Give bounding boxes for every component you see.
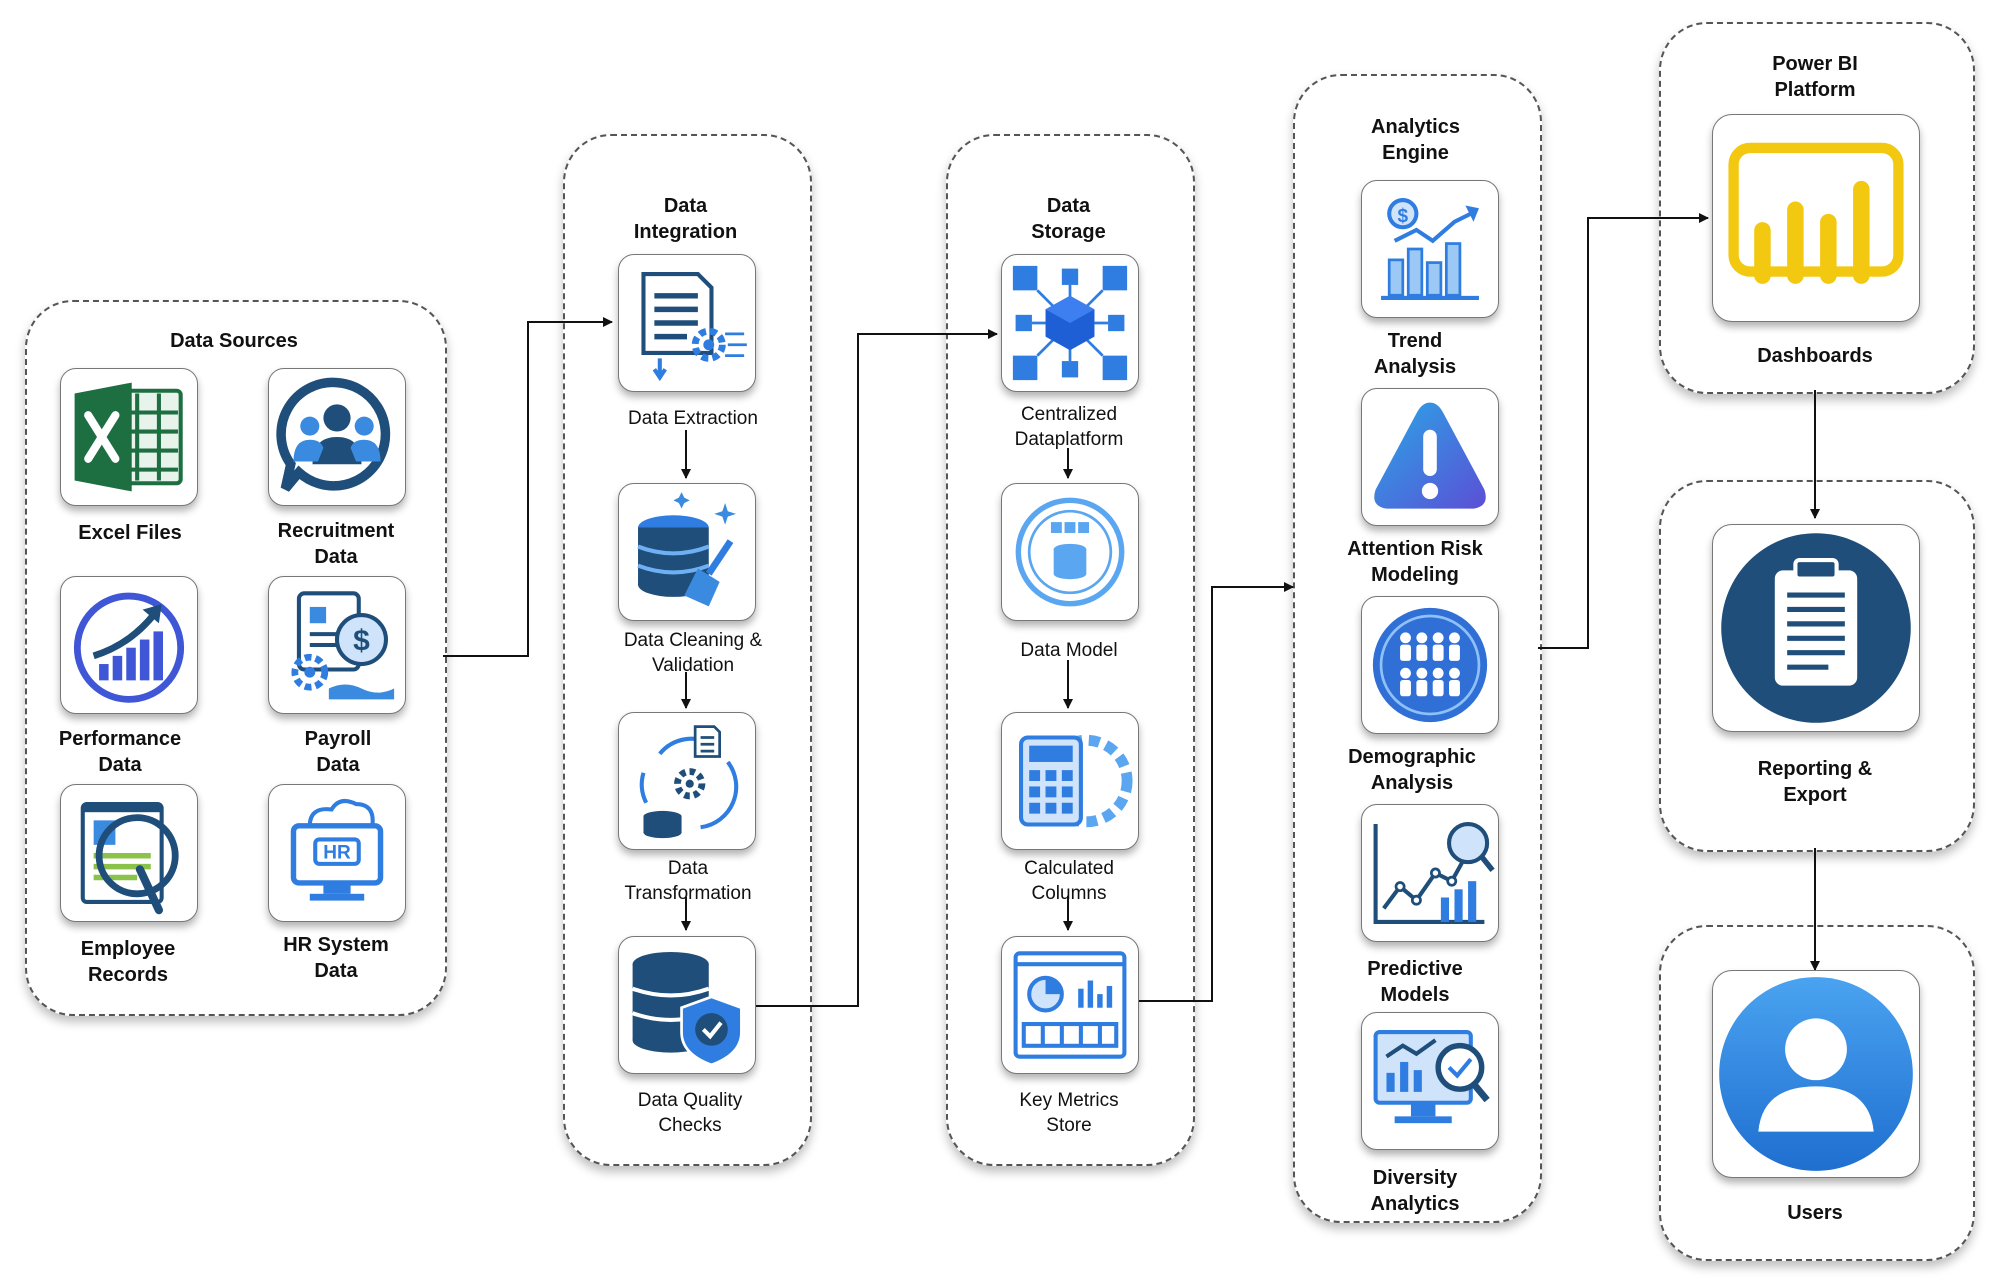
data-transformation-card[interactable] — [618, 712, 756, 850]
calculated-columns-card[interactable] — [1001, 712, 1139, 850]
integration-label: Data Cleaning & Validation — [623, 630, 763, 676]
excel-files-card[interactable] — [60, 368, 198, 506]
payroll-icon: $ — [291, 591, 395, 700]
data-extraction-icon — [641, 272, 747, 382]
data-cleaning-card[interactable] — [618, 483, 756, 621]
data-quality-card[interactable] — [618, 936, 756, 1074]
data-transformation-icon — [639, 725, 739, 839]
analytics-label: Diversity Analytics — [1370, 1167, 1460, 1215]
integration-label: Data Transformation — [624, 858, 752, 904]
storage-label: Key Metrics Store — [1019, 1090, 1119, 1136]
powerbi-platform-title: Power BI Platform — [1772, 53, 1858, 101]
powerbi-icon — [1728, 142, 1904, 284]
storage-label: Data Model — [1020, 640, 1118, 661]
clipboard-icon — [1721, 533, 1911, 723]
key-metrics-card[interactable] — [1001, 936, 1139, 1074]
analytics-engine-title: Analytics Engine — [1371, 116, 1460, 164]
arrow-sources-to-extraction — [443, 317, 613, 657]
demographic-analysis-card[interactable] — [1361, 596, 1499, 734]
dataplatform-card[interactable] — [1001, 254, 1139, 392]
reporting-export-card[interactable] — [1712, 524, 1920, 732]
platform-label: Users — [1787, 1202, 1843, 1224]
calculator-gear-icon — [1019, 734, 1133, 828]
svg-text:HR: HR — [323, 842, 351, 863]
analytics-label: Demographic Analysis — [1348, 746, 1476, 794]
recruitment-icon — [276, 377, 391, 492]
data-quality-icon — [631, 951, 743, 1067]
people-group-icon — [1372, 607, 1488, 723]
platform-label: Reporting & Export — [1757, 758, 1873, 806]
source-label: Performance Data — [58, 728, 182, 776]
source-label: Excel Files — [78, 522, 182, 544]
predictive-chart-icon — [1373, 822, 1495, 924]
performance-icon — [73, 592, 185, 703]
source-label: Employee Records — [80, 938, 176, 986]
data-storage-title: Data Storage — [1031, 195, 1106, 243]
source-label: Recruitment Data — [277, 520, 395, 568]
user-icon — [1719, 977, 1913, 1171]
storage-label: Centralized Dataplatform — [1014, 404, 1124, 450]
dataplatform-icon — [1012, 265, 1128, 381]
hr-system-data-card[interactable]: HR — [268, 784, 406, 922]
attention-risk-card[interactable] — [1361, 388, 1499, 526]
data-extraction-card[interactable] — [618, 254, 756, 392]
svg-text:$: $ — [353, 624, 370, 657]
source-label: HR System Data — [283, 934, 389, 982]
users-card[interactable] — [1712, 970, 1920, 1178]
excel-icon — [74, 382, 183, 492]
employee-records-card[interactable] — [60, 784, 198, 922]
hr-system-icon: HR — [290, 798, 384, 901]
trend-analysis-card[interactable]: $ — [1361, 180, 1499, 318]
data-integration-title: Data Integration — [633, 195, 738, 243]
dashboards-card[interactable] — [1712, 114, 1920, 322]
metrics-dashboard-icon — [1013, 951, 1127, 1059]
employee-records-icon — [80, 802, 179, 915]
analytics-label: Predictive Models — [1367, 958, 1463, 1006]
performance-data-card[interactable] — [60, 576, 198, 714]
integration-label: Data Extraction — [628, 408, 758, 429]
recruitment-data-card[interactable] — [268, 368, 406, 506]
storage-label: Calculated Columns — [1024, 858, 1114, 904]
platform-label: Dashboards — [1757, 345, 1873, 367]
data-model-card[interactable] — [1001, 483, 1139, 621]
integration-label: Data Quality Checks — [637, 1090, 743, 1136]
trend-chart-icon: $ — [1381, 198, 1479, 300]
warning-icon — [1374, 402, 1486, 509]
analytics-label: Attention Risk Modeling — [1347, 538, 1483, 586]
source-label: Payroll Data — [304, 728, 372, 776]
analytics-label: Trend Analysis — [1373, 330, 1457, 378]
arrow-metrics-to-analytics — [1137, 582, 1294, 1002]
diversity-analytics-card[interactable] — [1361, 1012, 1499, 1150]
data-sources-title: Data Sources — [170, 330, 298, 352]
data-model-icon — [1015, 497, 1125, 607]
svg-text:$: $ — [1398, 206, 1409, 227]
predictive-models-card[interactable] — [1361, 804, 1499, 942]
monitor-analytics-icon — [1373, 1030, 1490, 1124]
arrow-quality-to-dataplatform — [746, 329, 998, 1007]
arrow-analytics-to-dashboards — [1538, 213, 1709, 649]
data-cleaning-icon — [637, 492, 736, 607]
payroll-data-card[interactable]: $ — [268, 576, 406, 714]
